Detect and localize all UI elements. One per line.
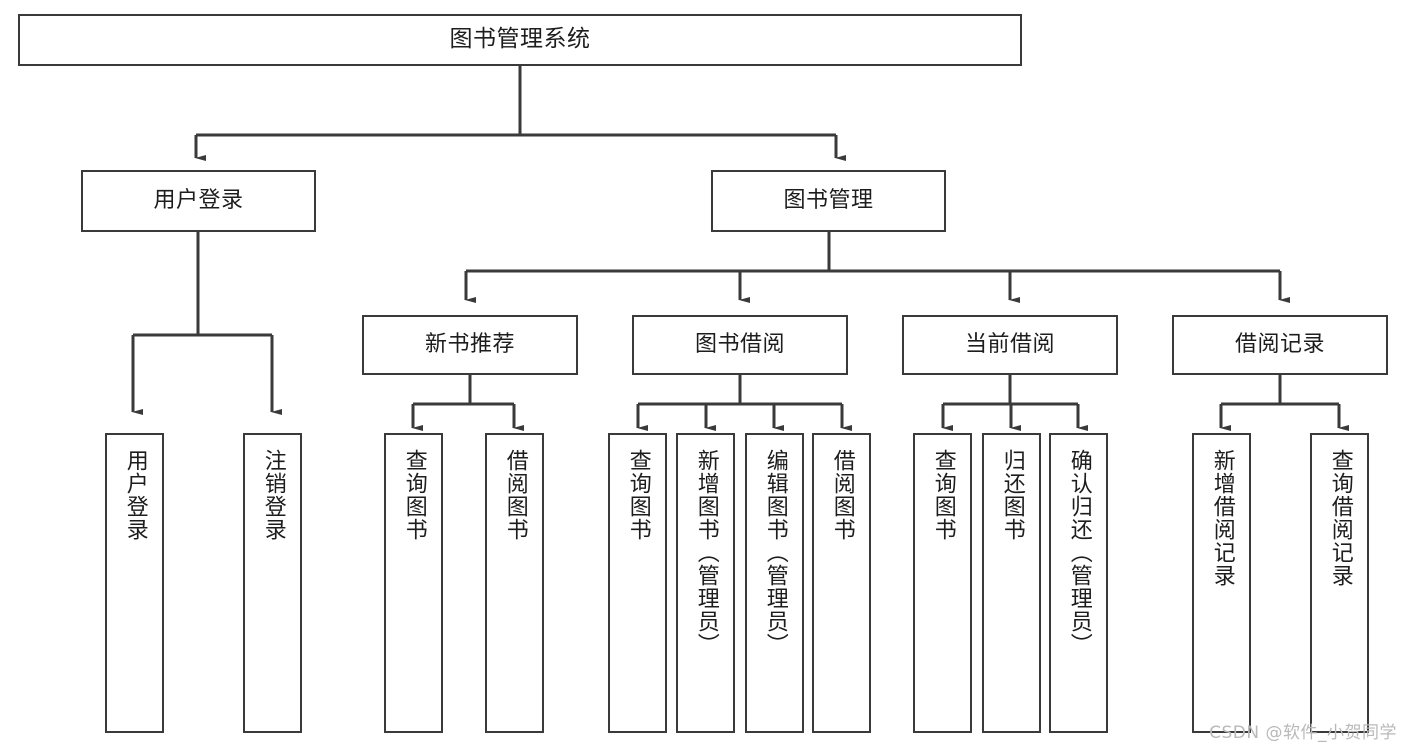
node-leaf-add-borrow-record[interactable]: 新增借阅记录 — [1192, 433, 1251, 733]
node-label: 编辑图书（管理员） — [762, 449, 788, 656]
node-label: 当前借阅 — [964, 332, 1055, 358]
node-label: 确认归还（管理员） — [1066, 449, 1092, 656]
node-label: 归还图书 — [999, 449, 1025, 541]
node-leaf-query-book-current[interactable]: 查询图书 — [913, 433, 972, 733]
node-label: 查询图书 — [401, 449, 427, 541]
node-label: 用户登录 — [122, 449, 148, 541]
node-leaf-borrow-book-new[interactable]: 借阅图书 — [485, 433, 544, 733]
node-new-book-recommend[interactable]: 新书推荐 — [362, 315, 578, 375]
node-leaf-user-login[interactable]: 用户登录 — [105, 433, 164, 733]
node-label: 新增借阅记录 — [1209, 449, 1235, 587]
node-label: 查询借阅记录 — [1327, 449, 1353, 587]
node-user-login[interactable]: 用户登录 — [81, 170, 316, 232]
node-label: 图书管理系统 — [449, 26, 591, 53]
node-label: 新增图书（管理员） — [693, 449, 719, 656]
node-label: 图书管理 — [783, 188, 874, 214]
node-label: 借阅图书 — [502, 449, 528, 541]
node-label: 借阅记录 — [1234, 332, 1325, 358]
node-book-borrow[interactable]: 图书借阅 — [632, 315, 848, 375]
node-root-system[interactable]: 图书管理系统 — [18, 14, 1022, 66]
node-leaf-return-book[interactable]: 归还图书 — [982, 433, 1041, 733]
node-leaf-query-book-borrow[interactable]: 查询图书 — [608, 433, 667, 733]
node-label: 借阅图书 — [829, 449, 855, 541]
node-label: 注销登录 — [260, 449, 286, 541]
node-leaf-query-borrow-record[interactable]: 查询借阅记录 — [1310, 433, 1369, 733]
node-borrow-record[interactable]: 借阅记录 — [1172, 315, 1388, 375]
node-leaf-logout[interactable]: 注销登录 — [243, 433, 302, 733]
node-leaf-confirm-return-admin[interactable]: 确认归还（管理员） — [1049, 433, 1108, 733]
node-leaf-edit-book-admin[interactable]: 编辑图书（管理员） — [745, 433, 804, 733]
node-label: 查询图书 — [930, 449, 956, 541]
node-book-management[interactable]: 图书管理 — [711, 170, 946, 232]
node-label: 查询图书 — [625, 449, 651, 541]
watermark-text: CSDN @软件_小贺同学 — [1209, 723, 1397, 743]
node-label: 新书推荐 — [424, 332, 515, 358]
node-current-borrow[interactable]: 当前借阅 — [902, 315, 1118, 375]
node-leaf-add-book-admin[interactable]: 新增图书（管理员） — [676, 433, 735, 733]
node-leaf-query-book-new[interactable]: 查询图书 — [384, 433, 443, 733]
node-label: 图书借阅 — [694, 332, 785, 358]
node-leaf-borrow-book[interactable]: 借阅图书 — [812, 433, 871, 733]
node-label: 用户登录 — [153, 188, 244, 214]
